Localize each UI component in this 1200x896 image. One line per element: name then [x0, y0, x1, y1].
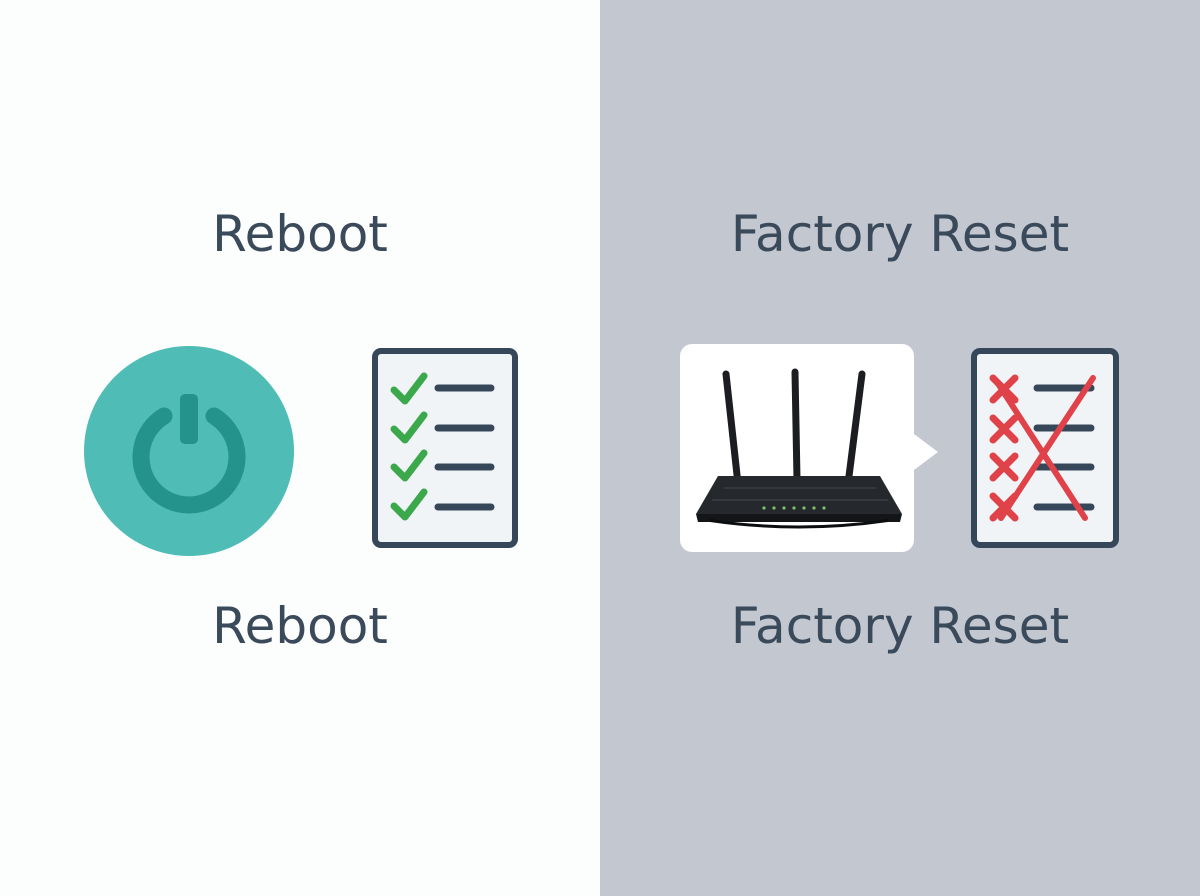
reboot-caption: Reboot	[212, 597, 388, 655]
cleared-checklist-rows	[989, 374, 1096, 522]
checklist-rows	[390, 372, 495, 521]
factory-reset-heading: Factory Reset	[730, 205, 1070, 263]
power-icon	[84, 346, 294, 556]
checklist-icon	[372, 348, 518, 548]
cleared-checklist-icon	[971, 348, 1119, 548]
reboot-panel: Reboot Reboot	[84, 205, 518, 655]
router-icon	[696, 368, 902, 529]
router-card	[680, 344, 938, 552]
factory-reset-caption: Factory Reset	[730, 597, 1070, 655]
factory-reset-panel: Factory Reset	[600, 0, 1200, 896]
reboot-heading: Reboot	[212, 205, 388, 263]
